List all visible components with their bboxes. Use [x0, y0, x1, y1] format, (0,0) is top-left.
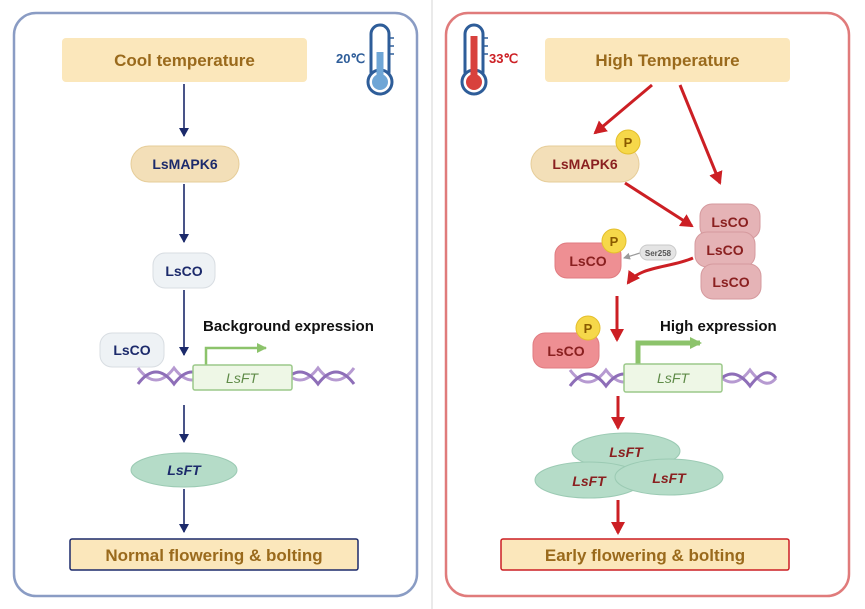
right-gene-box: [623, 363, 723, 393]
right-gene-label: LsFT: [657, 370, 690, 386]
right-outcome-label: Early flowering & bolting: [545, 546, 745, 565]
right-kinase-label: LsMAPK6: [552, 156, 618, 172]
left-kinase-pill: [130, 145, 240, 183]
left-panel-frame: [12, 11, 419, 598]
left-protein-label: LsFT: [167, 462, 202, 478]
bound-phosphate-label: P: [584, 321, 593, 336]
left-outcome-box: [69, 538, 359, 571]
right-bound-regulator-pill: [532, 332, 600, 369]
kinase-phosphate-icon: [615, 129, 641, 155]
stack-regulator-2-label: LsCO: [706, 242, 743, 258]
left-regulator-pill: [152, 252, 216, 289]
left-protein-pill: [130, 452, 238, 488]
protein-2-label: LsFT: [572, 473, 607, 489]
arrow-heat-to-regulator: [678, 84, 723, 185]
left-panel: Cool temperature 20℃ LsMAPK6 LsCO LsCO B…: [12, 11, 419, 598]
right-outcome-box: [500, 538, 790, 571]
right-expression-label: High expression: [660, 318, 777, 335]
arrow-heat-to-kinase: [593, 83, 653, 135]
left-temp-label: 20℃: [336, 51, 365, 66]
right-temp-label: 33℃: [489, 51, 518, 66]
left-promoter-arrow-icon: [204, 343, 267, 366]
phospho-regulator-label: LsCO: [569, 253, 606, 269]
left-outcome-label: Normal flowering & bolting: [105, 546, 322, 565]
left-bound-regulator-pill: [99, 332, 165, 368]
left-expression-label: Background expression: [203, 318, 374, 335]
regulator-phosphate-icon: [601, 228, 627, 254]
stack-regulator-1-label: LsCO: [711, 214, 748, 230]
bound-phosphate-icon: [575, 315, 601, 341]
right-panel: 33℃ High Temperature LsMAPK6 P LsCO LsCO…: [444, 11, 851, 598]
right-bound-regulator-label: LsCO: [547, 343, 584, 359]
left-kinase-label: LsMAPK6: [152, 156, 218, 172]
site-badge: [639, 244, 677, 261]
thermometer-hot-icon: [460, 23, 488, 96]
protein-1-label: LsFT: [609, 444, 644, 460]
right-kinase-pill: [530, 145, 640, 183]
left-condition-box: [62, 38, 307, 82]
stack-regulator-3-label: LsCO: [712, 274, 749, 290]
site-pointer-arrow: [623, 252, 641, 260]
left-gene-box: [192, 364, 293, 391]
right-promoter-arrow-icon: [635, 337, 702, 364]
protein-3-label: LsFT: [652, 470, 687, 486]
phospho-regulator-pill: [554, 242, 622, 279]
left-bound-regulator-label: LsCO: [113, 342, 150, 358]
left-regulator-label: LsCO: [165, 263, 202, 279]
regulator-phosphate-label: P: [610, 234, 619, 249]
site-label: Ser258: [645, 249, 672, 258]
right-condition-label: High Temperature: [595, 51, 739, 70]
arrow-stack-to-phospho-regulator: [626, 256, 694, 285]
right-panel-frame: [444, 11, 851, 598]
left-gene-label: LsFT: [226, 370, 259, 386]
kinase-phosphate-label: P: [624, 135, 633, 150]
stack-regulator-3: [700, 263, 762, 300]
thermometer-cool-icon: [366, 23, 394, 96]
left-condition-label: Cool temperature: [114, 51, 255, 70]
right-condition-box: [545, 38, 790, 82]
protein-3: [614, 458, 724, 496]
arrow-kinase-to-stack: [624, 181, 694, 228]
